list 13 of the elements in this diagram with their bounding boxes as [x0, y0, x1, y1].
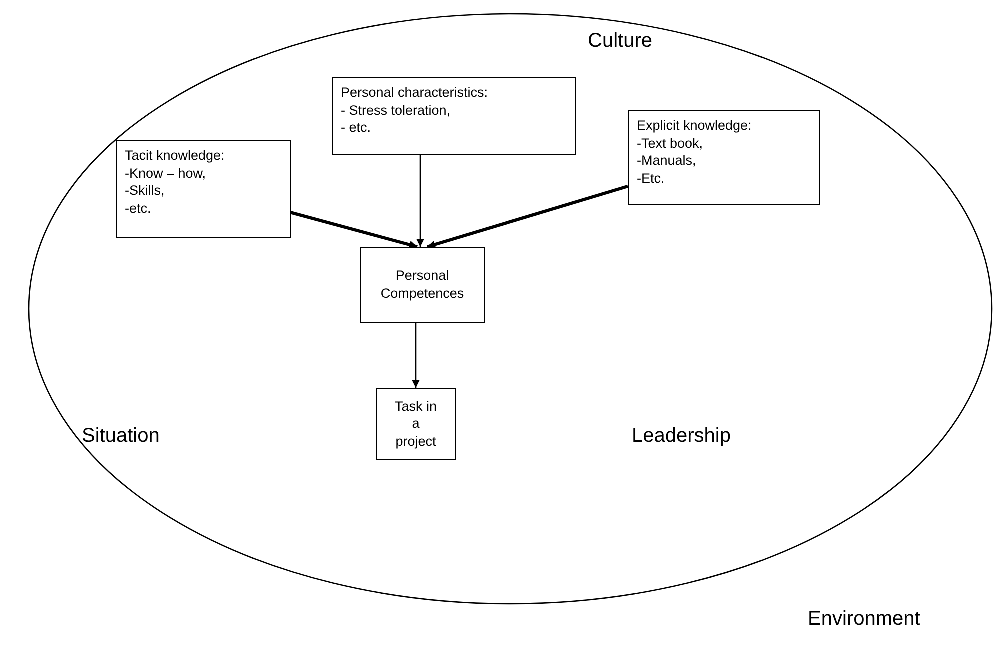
text-box: Explicit knowledge: -Text book, -Manuals, -Etc. [628, 110, 820, 205]
context-label: Situation [82, 425, 160, 448]
text-box: Tacit knowledge: -Know – how, -Skills, -etc. [116, 140, 291, 238]
context-label: Leadership [632, 425, 731, 448]
arrow [416, 155, 424, 247]
context-label: Environment [808, 608, 920, 631]
process-box: Personal Competences [360, 247, 485, 323]
arrow [412, 323, 420, 388]
context-label: Culture [588, 30, 652, 53]
arrow [290, 211, 418, 249]
process-box: Task in a project [376, 388, 456, 460]
arrow [427, 184, 628, 249]
text-box: Personal characteristics: - Stress toleration, - etc. [332, 77, 576, 155]
